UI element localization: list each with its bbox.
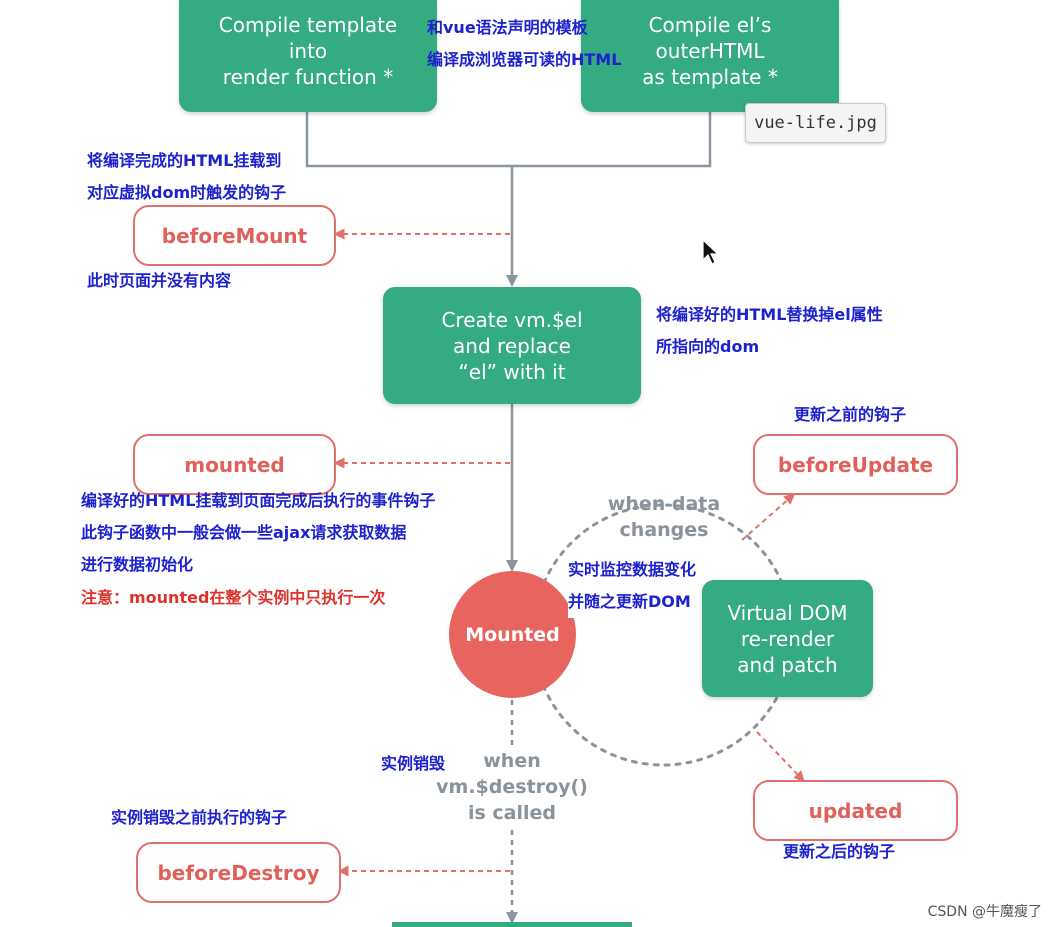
file-name-tooltip: vue-life.jpg — [745, 103, 886, 143]
virtual-dom-box: Virtual DOM re-render and patch — [702, 580, 873, 697]
when-destroy-line: when — [483, 750, 541, 772]
note-before-mount: 将编译完成的HTML挂载到 对应虚拟dom时触发的钩子 — [87, 145, 286, 209]
note-line: 将编译完成的HTML挂载到 — [87, 151, 282, 170]
mouse-cursor-icon — [702, 238, 720, 265]
when-data-changes-label: when data changes — [599, 491, 729, 543]
note-line: 并随之更新DOM — [568, 592, 691, 611]
note-monitor: 实时监控数据变化 并随之更新DOM — [568, 554, 697, 618]
note-mounted-warning: 注意：mounted在整个实例中只执行一次 — [81, 588, 386, 607]
note-top-compile: 和vue语法声明的模板 编译成浏览器可读的HTML — [427, 12, 621, 76]
when-destroy-line: vm.$destroy() — [436, 776, 588, 798]
note-before-destroy: 实例销毁之前执行的钩子 — [111, 808, 288, 827]
note-mounted: 编译好的HTML挂载到页面完成后执行的事件钩子 此钩子函数中一般会做一些ajax… — [81, 485, 435, 581]
before-update-hook: beforeUpdate — [753, 434, 958, 495]
note-line: 和vue语法声明的模板 — [427, 18, 588, 37]
compile-template-box: Compile template into render function * — [179, 0, 437, 112]
when-destroy-label: when vm.$destroy() is called — [432, 748, 592, 826]
compile-el-box: Compile el’s outerHTML as template * — [581, 0, 839, 112]
hook-arrow-before-update — [741, 493, 796, 541]
hook-arrow-updated — [756, 731, 805, 782]
note-destroy: 实例销毁 — [381, 754, 446, 773]
note-line: 进行数据初始化 — [81, 555, 194, 574]
note-create-vm: 将编译好的HTML替换掉el属性 所指向的dom — [656, 299, 883, 363]
create-vm-box: Create vm.$el and replace “el” with it — [383, 287, 641, 404]
virtual-dom-label: Virtual DOM re-render and patch — [727, 600, 848, 677]
compile-el-label: Compile el’s outerHTML as template * — [642, 13, 778, 89]
note-before-update: 更新之前的钩子 — [794, 405, 907, 424]
mounted-hook: mounted — [133, 434, 336, 495]
note-line: 所指向的dom — [656, 337, 760, 356]
note-line: 将编译好的HTML替换掉el属性 — [656, 305, 883, 324]
note-before-mount-after: 此时页面并没有内容 — [87, 271, 232, 290]
csdn-watermark: CSDN @牛魔瘦了 — [927, 904, 1042, 920]
note-line: 实时监控数据变化 — [568, 560, 697, 579]
note-line: 编译好的HTML挂载到页面完成后执行的事件钩子 — [81, 491, 436, 510]
note-line: 对应虚拟dom时触发的钩子 — [87, 183, 287, 202]
when-data-changes-line: changes — [619, 519, 709, 541]
create-vm-label: Create vm.$el and replace “el” with it — [441, 307, 583, 384]
updated-hook: updated — [753, 780, 958, 841]
compile-template-label: Compile template into render function * — [218, 13, 398, 89]
before-mount-hook: beforeMount — [133, 205, 336, 266]
note-updated: 更新之后的钩子 — [783, 842, 896, 861]
when-data-changes-line: when data — [607, 493, 721, 515]
merge-connector — [305, 112, 712, 168]
before-destroy-hook: beforeDestroy — [136, 842, 341, 903]
mounted-state-circle: Mounted — [449, 571, 576, 698]
note-line: 此钩子函数中一般会做一些ajax请求获取数据 — [81, 523, 407, 542]
note-line: 编译成浏览器可读的HTML — [427, 50, 622, 69]
when-destroy-line: is called — [467, 802, 557, 824]
next-step-box-edge — [392, 922, 632, 927]
